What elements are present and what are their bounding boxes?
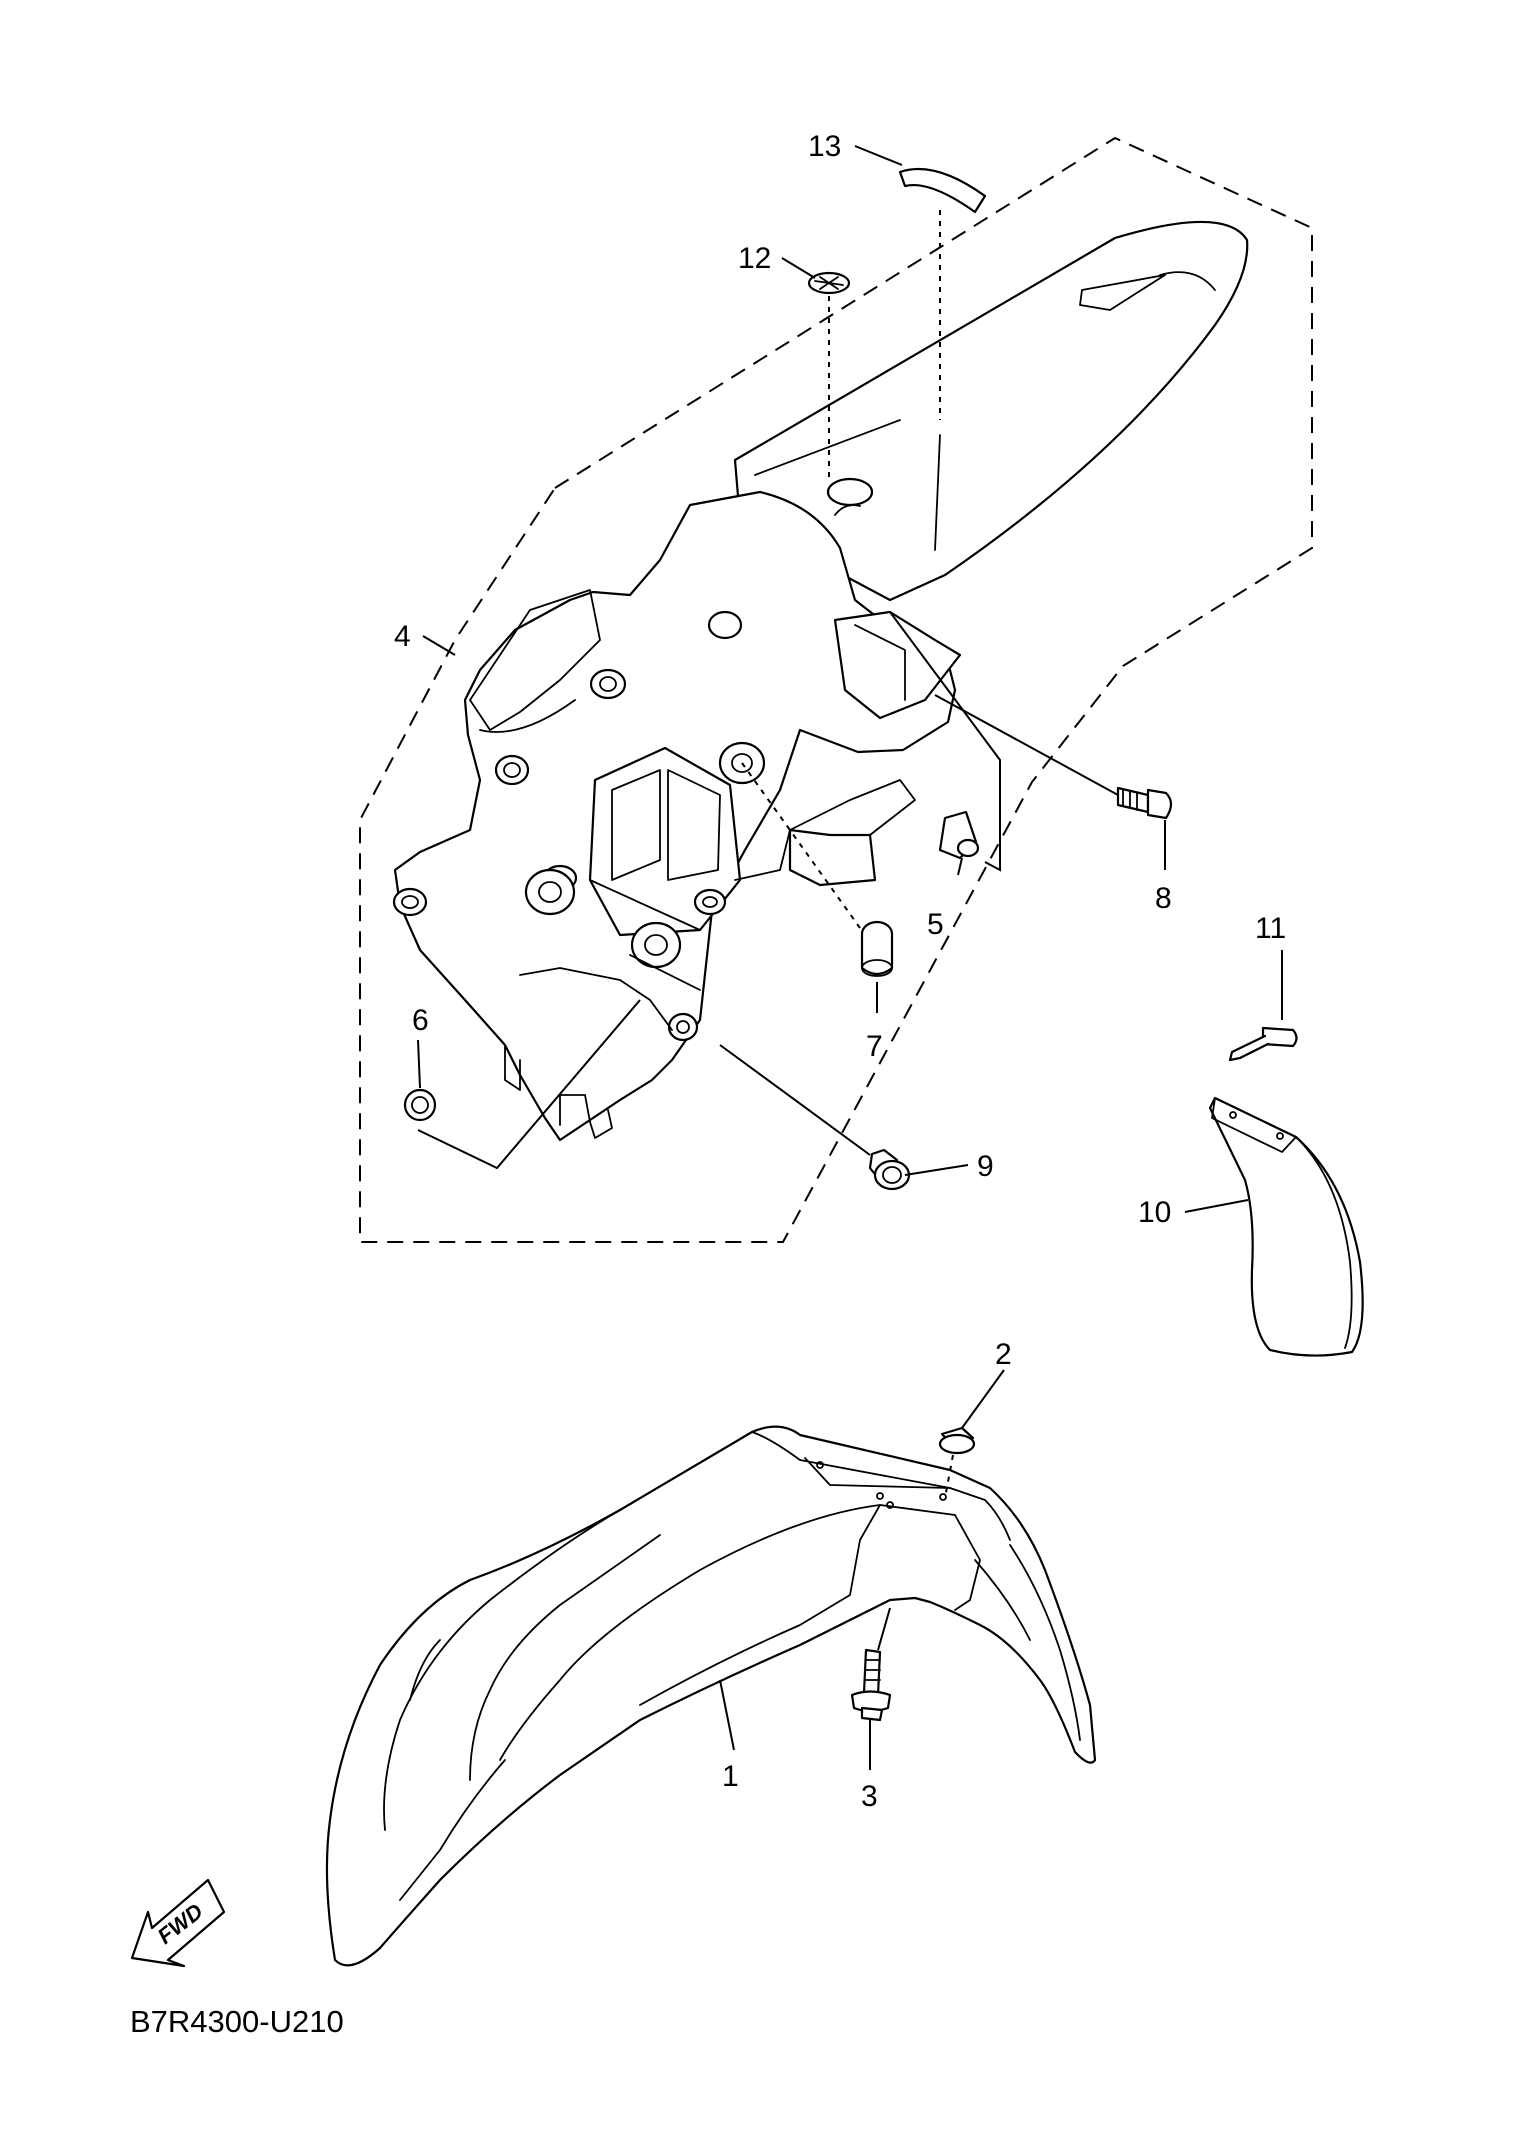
callout-13: 13 [808,130,841,163]
callout-2: 2 [995,1338,1012,1371]
part-9-bolt [868,1148,911,1191]
callout-1: 1 [722,1760,739,1793]
part-2-bush [938,1426,976,1455]
callout-6: 6 [412,1004,429,1037]
part-7-grommet [860,920,894,977]
front-fender [325,1425,1097,1967]
diagram-code: B7R4300-U210 [130,2004,344,2039]
callout-12: 12 [738,242,771,275]
part-10-mudflap [1208,1096,1364,1357]
fwd-arrow-icon: FWD [130,1878,226,1968]
callout-4: 4 [394,620,411,653]
part-5-clip [938,810,980,860]
callout-9: 9 [977,1150,994,1183]
part-12-emblem [807,271,851,295]
part-6-grommet [403,1088,437,1122]
part-3-bolt [850,1648,892,1722]
callout-11: 11 [1255,912,1286,945]
part-8-bolt [1116,786,1173,820]
part-13-decal [898,168,987,214]
assembly-boundary [359,136,1313,1243]
rear-fender [392,220,1249,1142]
part-11-screw [1228,1026,1298,1062]
callout-3: 3 [861,1780,878,1813]
callout-10: 10 [1138,1196,1171,1229]
callout-8: 8 [1155,882,1172,915]
callout-5: 5 [927,908,944,941]
callout-7: 7 [866,1030,883,1063]
